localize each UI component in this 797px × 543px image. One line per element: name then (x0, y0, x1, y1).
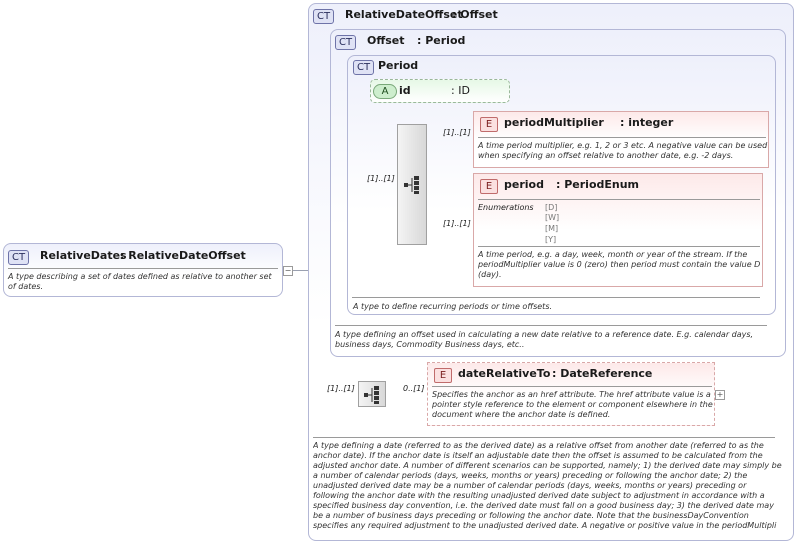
element-icon: E (480, 117, 498, 132)
complex-type-icon: CT (313, 9, 335, 24)
separator (432, 386, 712, 387)
attribute-id-type: : ID (451, 84, 470, 97)
period-sequence-compositor[interactable] (397, 124, 427, 245)
period-multiplier-box[interactable]: E periodMultiplier : integer A time peri… (473, 111, 769, 168)
separator (478, 246, 760, 247)
complex-type-icon: CT (8, 250, 30, 265)
separator (352, 297, 760, 298)
relative-date-offset-name: RelativeDateOffset (345, 8, 463, 21)
element-icon: E (434, 368, 452, 383)
collapse-relative-dates-icon[interactable]: − (283, 266, 293, 276)
relative-date-offset-sequence-cardinality: [1]..[1] (327, 384, 355, 393)
relative-dates-type: : RelativeDateOffset (120, 249, 246, 262)
relative-date-offset-description: A type defining a date (referred to as t… (313, 441, 782, 530)
period-element-cardinality: [1]..[1] (443, 219, 471, 228)
period-multiplier-name: periodMultiplier (504, 116, 604, 129)
attribute-id-name: id (399, 84, 411, 97)
period-multiplier-description: A time period multiplier, e.g. 1, 2 or 3… (478, 141, 768, 160)
separator (335, 325, 767, 326)
period-type-description: A type to define recurring periods or ti… (353, 302, 553, 311)
enumerations-label: Enumerations (478, 203, 534, 212)
offset-type: : Period (417, 34, 466, 47)
relative-dates-box[interactable]: CT RelativeDates : RelativeDateOffset A … (3, 243, 283, 297)
date-relative-to-type: : DateReference (552, 367, 653, 380)
enum-value-m: [M] (545, 224, 559, 233)
attribute-id-box[interactable]: A id : ID (370, 79, 510, 103)
relative-dates-description: A type describing a set of dates defined… (8, 272, 272, 291)
offset-description: A type defining an offset used in calcul… (335, 330, 754, 349)
sequence-icon (364, 386, 379, 404)
expand-date-relative-to-icon[interactable]: + (715, 390, 725, 400)
period-element-box[interactable]: E period : PeriodEnum Enumerations [D] [… (473, 173, 763, 287)
element-icon: E (480, 179, 498, 194)
connector-root-rdo (291, 270, 316, 271)
period-type-name: Period (378, 59, 419, 72)
attribute-icon: A (373, 84, 397, 99)
date-relative-to-name: dateRelativeTo (458, 367, 551, 380)
period-element-type: : PeriodEnum (556, 178, 640, 191)
enum-value-y: [Y] (545, 235, 557, 244)
relative-date-offset-type: : Offset (452, 8, 498, 21)
enum-value-w: [W] (545, 213, 560, 222)
complex-type-icon: CT (335, 35, 357, 50)
period-multiplier-type: : integer (620, 116, 674, 129)
relative-dates-name: RelativeDates (40, 249, 127, 262)
enum-value-d: [D] (545, 203, 558, 212)
separator (478, 137, 766, 138)
offset-name: Offset (367, 34, 405, 47)
separator (313, 437, 775, 438)
period-multiplier-cardinality: [1]..[1] (443, 128, 471, 137)
period-element-description: A time period, e.g. a day, week, month o… (478, 250, 761, 279)
relative-date-offset-sequence-compositor[interactable] (358, 381, 386, 407)
separator (8, 268, 278, 269)
sequence-icon (404, 176, 419, 194)
period-sequence-cardinality: [1]..[1] (367, 174, 395, 183)
date-relative-to-cardinality: 0..[1] (403, 384, 425, 393)
date-relative-to-box[interactable]: E dateRelativeTo : DateReference Specifi… (427, 362, 715, 426)
period-element-name: period (504, 178, 544, 191)
date-relative-to-description: Specifies the anchor as an href attribut… (432, 390, 713, 419)
separator (478, 199, 760, 200)
complex-type-icon: CT (353, 60, 375, 75)
